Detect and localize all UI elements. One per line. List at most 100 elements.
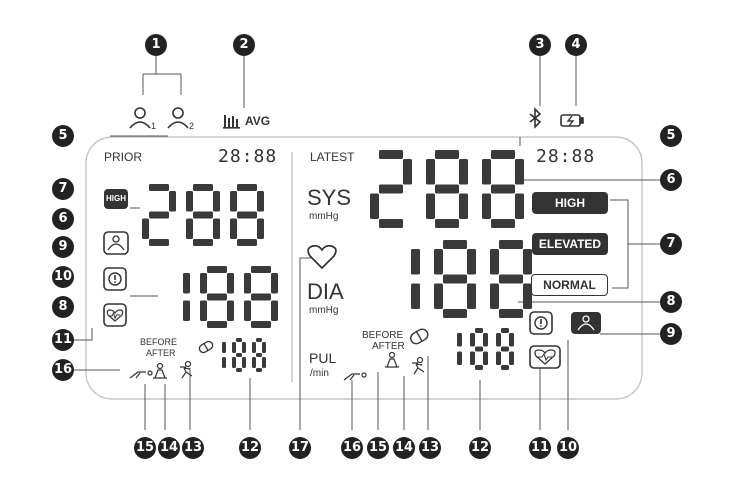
- digit-segment-b: [509, 333, 514, 347]
- digit-segment-g: [491, 184, 515, 194]
- digit-segment-a: [236, 338, 242, 342]
- latest-after-label: AFTER: [372, 341, 405, 352]
- digit-segment-g: [499, 274, 523, 284]
- digit-segment-b: [169, 191, 176, 212]
- latest-before-label: BEFORE: [362, 330, 404, 341]
- digit-segment-a: [491, 150, 515, 159]
- warning-icon: [103, 267, 127, 291]
- digit-segment-b: [271, 273, 278, 294]
- prior-high-badge: HIGH: [104, 189, 128, 209]
- callout-5-right: 5: [660, 125, 682, 147]
- digit-segment-c: [257, 218, 264, 239]
- digit-segment-c: [222, 357, 226, 368]
- digit-segment-g: [379, 184, 403, 194]
- prior-clock: 28:88: [218, 146, 278, 167]
- callout-12-bottom-b: 12: [469, 437, 491, 459]
- digit-segment-b: [183, 273, 190, 294]
- digit-segment-d: [379, 219, 403, 228]
- digit-segment-f: [200, 273, 207, 294]
- digit-segment-b: [227, 273, 234, 294]
- exercise-icon: [412, 356, 425, 375]
- digit-segment-c: [213, 218, 220, 239]
- digit-segment-b: [411, 249, 420, 275]
- callout-14-bottom: 14: [158, 437, 180, 459]
- digit-segment-b: [222, 342, 226, 353]
- pul-unit: /min: [310, 368, 329, 379]
- digit-segment-b: [403, 159, 412, 185]
- digit-segment-f: [252, 342, 256, 353]
- digit-segment-c: [227, 300, 234, 321]
- digit-segment-a: [443, 240, 467, 249]
- digit-segment-b: [457, 333, 462, 347]
- user-1-icon: [129, 107, 151, 129]
- digit-segment-b: [523, 249, 532, 275]
- digit-segment-d: [149, 239, 169, 246]
- irregular-heartbeat-icon: [103, 303, 127, 327]
- dia-label: DIA: [307, 279, 344, 304]
- digit-segment-e: [496, 351, 501, 365]
- digit-segment-g: [236, 353, 242, 357]
- digit-segment-d: [237, 239, 257, 246]
- callout-17-bottom: 17: [289, 437, 311, 459]
- latest-pulse-digits: [457, 328, 514, 370]
- digit-segment-b: [459, 159, 468, 185]
- digit-segment-e: [370, 193, 379, 219]
- digit-segment-e: [186, 218, 193, 239]
- pul-label: PUL: [309, 350, 337, 366]
- digit-segment-c: [242, 357, 246, 368]
- digit-segment-g: [443, 274, 467, 284]
- digit-segment-e: [426, 193, 435, 219]
- digit-segment-e: [142, 218, 149, 239]
- digit-segment-f: [490, 249, 499, 275]
- average-chart-icon: [223, 115, 240, 129]
- digit-segment-d: [443, 309, 467, 318]
- digit-segment-a: [251, 266, 271, 273]
- lying-icon: [343, 372, 367, 381]
- digit-segment-a: [499, 240, 523, 249]
- callout-15-bottom: 15: [134, 437, 156, 459]
- callout-6-right: 6: [660, 169, 682, 191]
- meal-icon: [385, 351, 399, 368]
- digit-segment-e: [490, 283, 499, 309]
- digit-segment-e: [434, 283, 443, 309]
- avg-label: AVG: [245, 114, 271, 128]
- digit-segment-f: [232, 342, 236, 353]
- bluetooth-icon: [529, 107, 542, 129]
- digit-segment-g: [193, 211, 213, 219]
- sys-label: SYS: [307, 185, 352, 210]
- warning-icon: [529, 311, 553, 335]
- digit-segment-g: [256, 353, 262, 357]
- prior-label: PRIOR: [104, 150, 143, 164]
- digit-segment-e: [252, 357, 256, 368]
- digit-segment-c: [183, 300, 190, 321]
- prior-sys-digits: [142, 184, 264, 246]
- digit-segment-a: [501, 328, 509, 333]
- digit-segment-f: [426, 159, 435, 185]
- callout-8-right: 8: [660, 291, 682, 313]
- latest-clock: 28:88: [536, 146, 596, 167]
- irregular-heartbeat-icon: [529, 345, 561, 369]
- user-2-icon: [167, 107, 189, 129]
- digit-segment-g: [251, 293, 271, 301]
- callout-10-bottom: 10: [557, 437, 579, 459]
- lcd-outline: [85, 136, 643, 400]
- prior-pulse-digits: [222, 338, 266, 372]
- pill-icon: [410, 328, 429, 345]
- callout-7-right: 7: [660, 233, 682, 255]
- digit-segment-b: [467, 249, 476, 275]
- digit-segment-c: [411, 283, 420, 309]
- digit-segment-e: [230, 218, 237, 239]
- digit-segment-f: [482, 159, 491, 185]
- digit-segment-f: [186, 191, 193, 212]
- digit-segment-d: [435, 219, 459, 228]
- cuff-icon: [571, 312, 601, 334]
- callout-14-bottom-b: 14: [393, 437, 415, 459]
- digit-segment-d: [256, 368, 262, 372]
- status-elevated-badge: ELEVATED: [532, 233, 608, 255]
- status-high-badge: HIGH: [532, 192, 608, 214]
- digit-segment-c: [483, 351, 488, 365]
- callout-5-left: 5: [52, 125, 74, 147]
- prior-dia-digits: [183, 266, 278, 328]
- digit-segment-b: [257, 191, 264, 212]
- callout-13-bottom-b: 13: [419, 437, 441, 459]
